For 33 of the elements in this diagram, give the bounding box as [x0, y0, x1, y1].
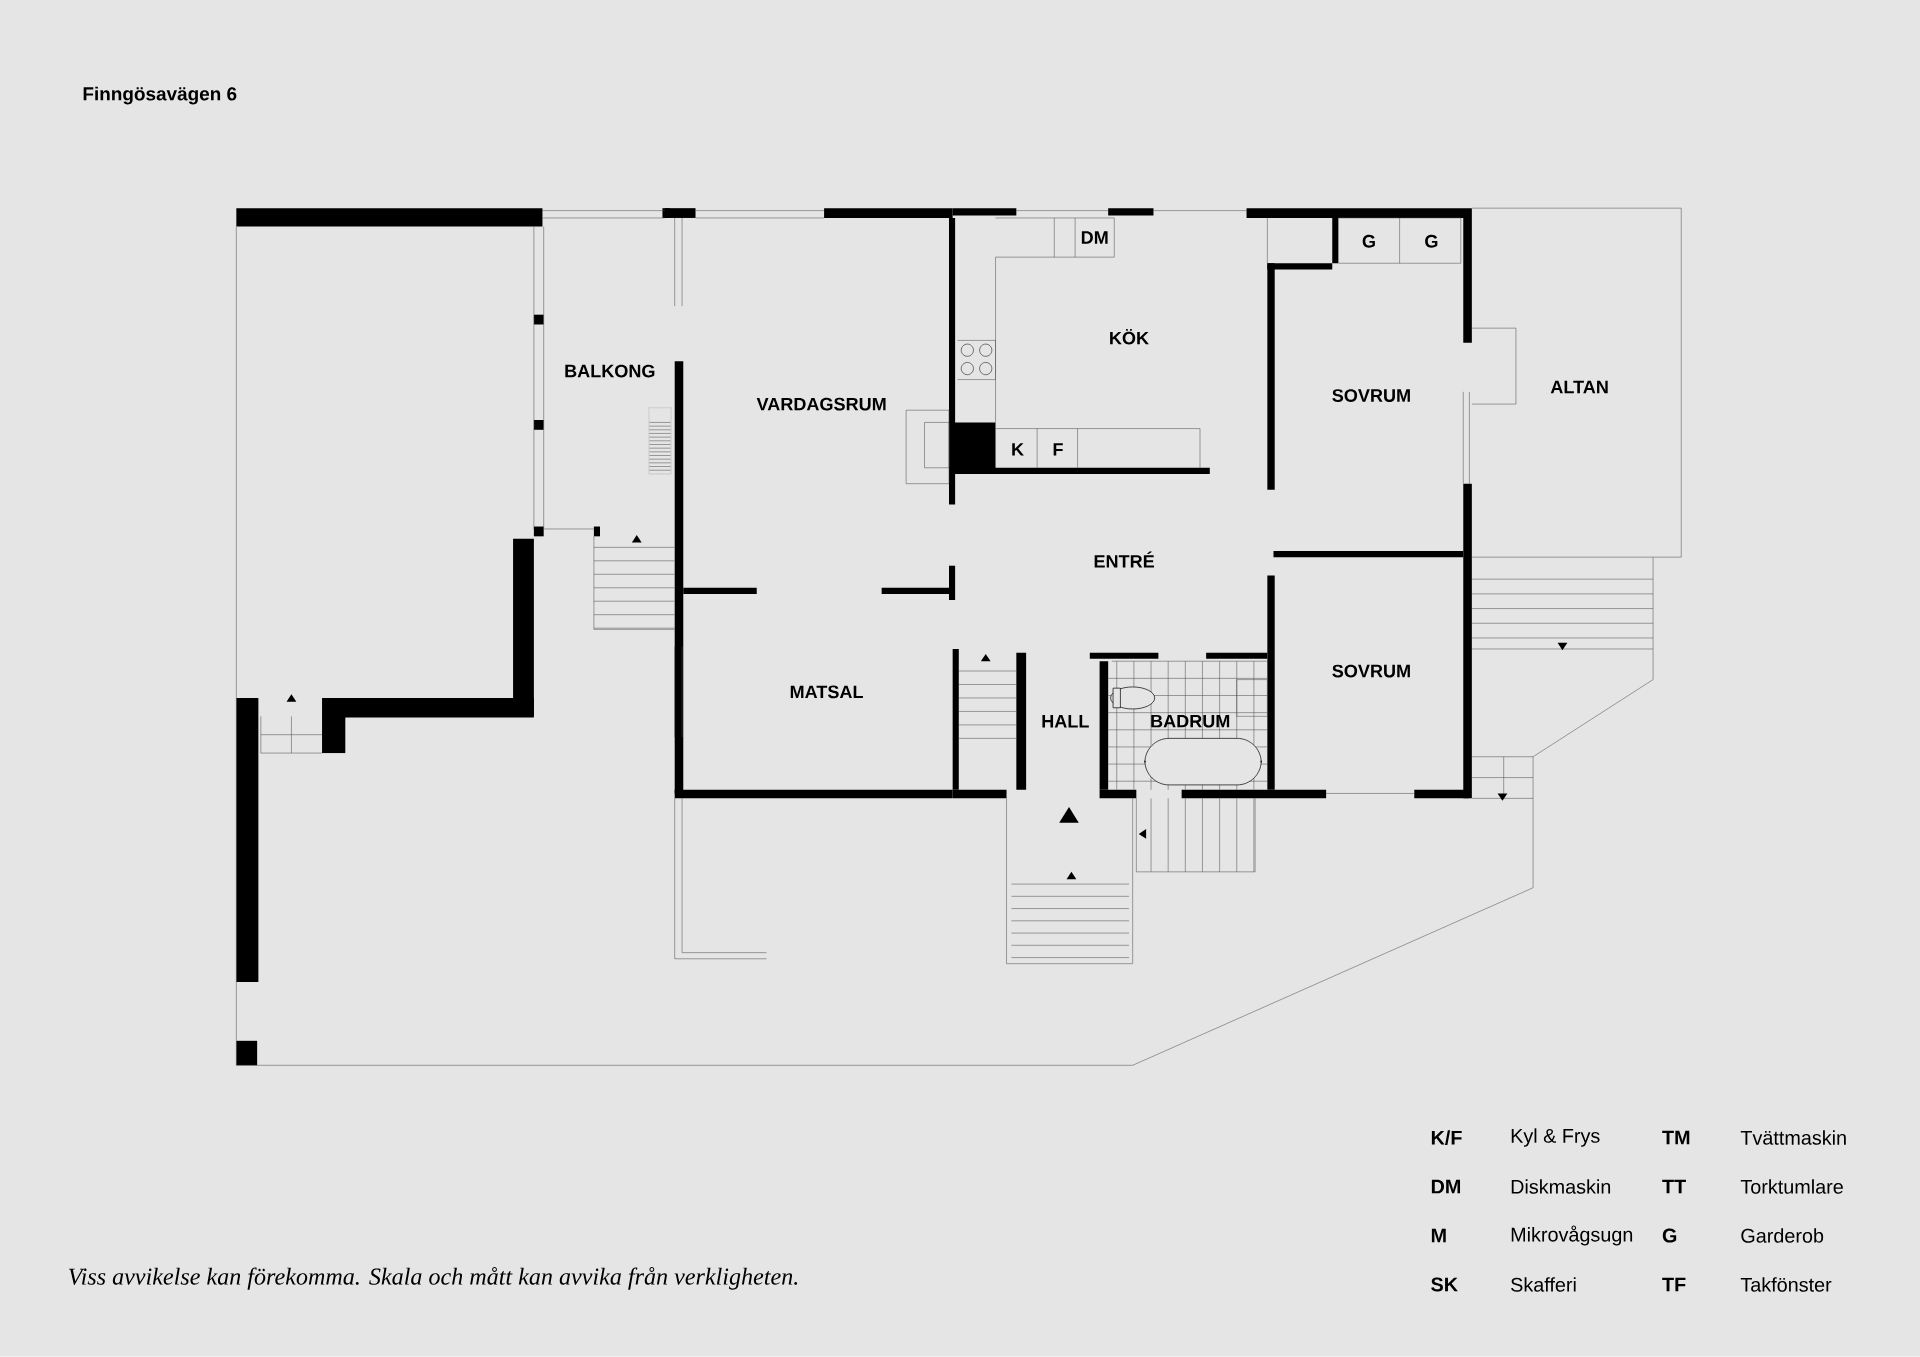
fixture-code: G — [1425, 235, 1438, 248]
room-label: MATSAL — [790, 685, 863, 699]
legend-code: K/F — [1431, 1130, 1462, 1146]
legend-code: TM — [1662, 1130, 1690, 1145]
legend-text: Mikrovågsugn — [1511, 1225, 1633, 1246]
room-label: SOVRUM — [1332, 664, 1410, 678]
fixture-code: F — [1053, 443, 1063, 456]
room-label: KÖK — [1110, 329, 1149, 345]
legend-text: Garderob — [1741, 1228, 1824, 1243]
room-label: HALL — [1042, 715, 1089, 728]
room-label: BALKONG — [565, 364, 655, 378]
room-label: ENTRÉ — [1094, 551, 1154, 568]
legend-text: Tvättmaskin — [1740, 1130, 1846, 1145]
legend-code: TF — [1662, 1277, 1686, 1292]
room-label: BADRUM — [1151, 715, 1230, 728]
legend-text: Skafferi — [1511, 1277, 1576, 1292]
room-label: VARDAGSRUM — [756, 397, 886, 411]
fixture-code: K — [1012, 443, 1024, 456]
room-label: ALTAN — [1550, 380, 1608, 394]
legend-code: M — [1431, 1228, 1446, 1243]
legend-code: G — [1662, 1228, 1677, 1243]
fixture-code: DM — [1081, 231, 1108, 244]
room-label: SOVRUM — [1332, 389, 1410, 403]
fixture-code: G — [1362, 235, 1375, 248]
legend-code: TT — [1662, 1179, 1686, 1194]
legend-text: Diskmaskin — [1511, 1179, 1611, 1194]
disclaimer: Viss avvikelse kan förekomma. Skala och mått kan avvika från verkligheten. — [68, 1267, 798, 1290]
legend-code: DM — [1431, 1179, 1461, 1194]
legend-text: Kyl & Frys — [1511, 1128, 1600, 1147]
legend-text: Takfönster — [1740, 1277, 1832, 1292]
legend-text: Torktumlare — [1740, 1179, 1843, 1194]
title: Finngösavägen 6 — [83, 86, 237, 105]
legend-code: SK — [1431, 1277, 1458, 1292]
